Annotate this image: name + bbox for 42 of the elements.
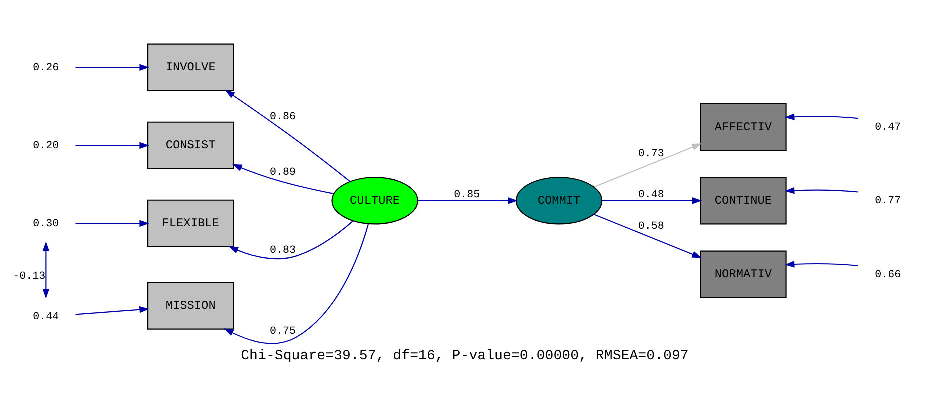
arrow — [224, 224, 369, 344]
edge-label: 0.75 — [270, 326, 296, 338]
edge-label: 0.58 — [638, 221, 664, 234]
node-box: MISSION — [148, 282, 234, 330]
node-ellipse: CULTURE — [332, 177, 418, 225]
node-text: 0.47 — [875, 122, 902, 134]
edge-label: -0.13 — [13, 270, 46, 283]
node-text: 0.66 — [875, 269, 902, 282]
node-text: 0.26 — [33, 62, 60, 74]
arrow — [232, 164, 334, 194]
arrow — [76, 142, 150, 150]
arrow — [784, 114, 859, 120]
arrow — [784, 261, 859, 268]
arrow — [76, 220, 150, 228]
node-box: INVOLVE — [148, 44, 234, 92]
arrow — [594, 144, 702, 188]
arrow — [76, 306, 150, 316]
edge-label: 0.86 — [270, 112, 296, 124]
arrow — [784, 187, 859, 194]
node-text: 0.30 — [33, 218, 60, 230]
caption: Chi-Square=39.57, df=16, P-value=0.00000, RMSEA=0.097 — [241, 348, 689, 364]
node-ellipse: COMMIT — [516, 177, 603, 225]
arrow — [228, 220, 354, 260]
node-text: 0.77 — [875, 196, 902, 208]
arrow — [42, 242, 50, 299]
edge-label: 0.89 — [270, 166, 296, 179]
edge-label: 0.83 — [270, 244, 296, 257]
arrow — [225, 90, 350, 182]
arrow — [76, 64, 150, 72]
edge-label: 0.73 — [638, 148, 664, 160]
node-box: CONSIST — [148, 122, 234, 170]
edge-label: 0.48 — [638, 190, 664, 202]
arrow — [602, 198, 702, 204]
node-text: 0.20 — [33, 140, 60, 152]
arrow — [594, 214, 702, 258]
node-box: NORMATIV — [700, 250, 787, 298]
node-box: CONTINUE — [700, 177, 787, 225]
edge-label: 0.85 — [454, 190, 480, 202]
arrow — [418, 198, 518, 204]
node-box: AFFECTIV — [700, 103, 787, 152]
node-box: FLEXIBLE — [148, 200, 234, 248]
node-text: 0.44 — [33, 312, 60, 324]
